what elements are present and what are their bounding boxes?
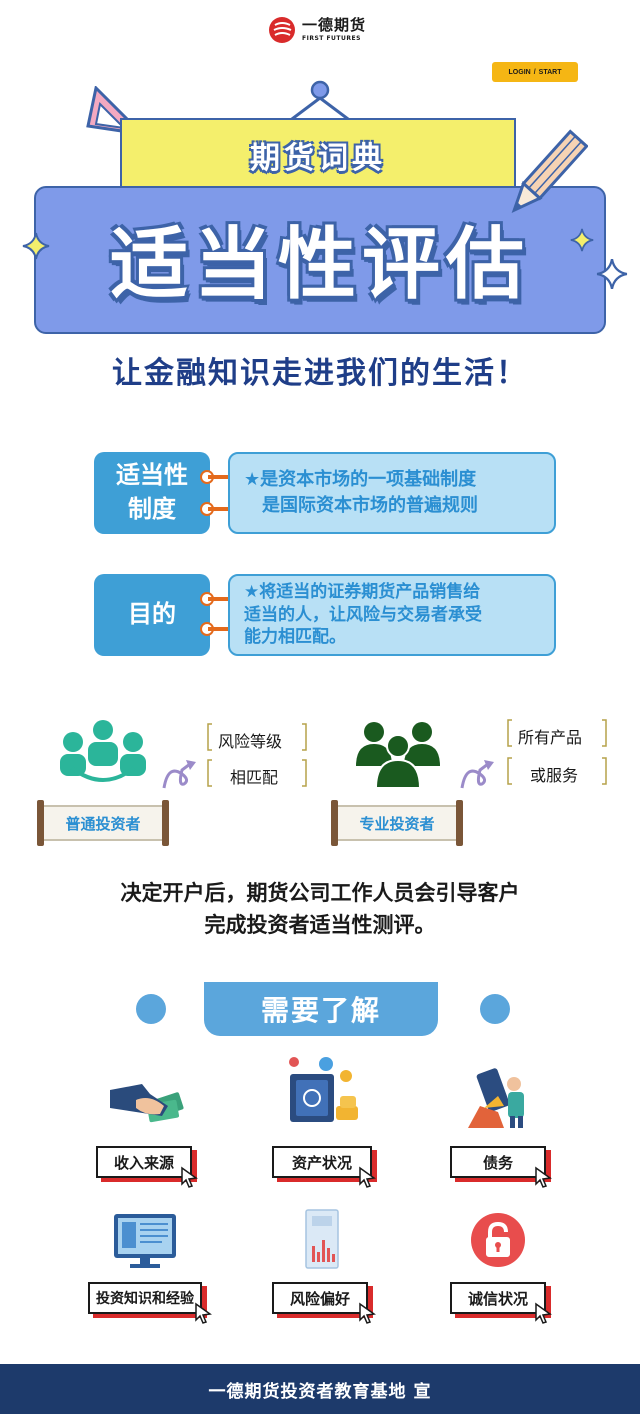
curved-arrow-icon	[460, 760, 494, 789]
need-item-income: 收入来源	[96, 1146, 192, 1178]
bracket-left-icon	[207, 723, 212, 751]
ordinary-investor-group-icon	[60, 720, 146, 782]
page-title: 适当性评估	[109, 220, 530, 310]
concept-tag-system: 适当性 制度	[94, 452, 210, 534]
professional-investor-group-icon	[356, 722, 440, 789]
need-item-debt: 债务	[450, 1146, 546, 1178]
cursor-icon	[359, 1166, 376, 1188]
ordinary-note-1: 风险等级	[218, 732, 283, 751]
brand-logo: 一德期货 FIRST FUTURES	[268, 14, 378, 46]
title-board	[34, 186, 606, 334]
cursor-icon	[359, 1302, 376, 1324]
login-start-button[interactable]: LOGIN / START	[492, 62, 578, 82]
desc-line: 是国际资本市场的普遍规则	[244, 495, 478, 516]
hand-money-icon	[110, 1084, 184, 1123]
bracket-left-icon	[207, 759, 212, 787]
sparkle-icon	[596, 258, 628, 290]
curved-arrow-icon	[162, 760, 196, 789]
professional-note-2: 或服务	[530, 766, 579, 785]
desc-line: 能力相匹配。	[244, 627, 346, 648]
desc-line: ★将适当的证券期货产品销售给	[244, 581, 481, 602]
desc-line: ★是资本市场的一项基础制度	[244, 468, 477, 490]
professional-investor-label: 专业投资者	[338, 805, 456, 841]
concept-tag-purpose: 目的	[94, 574, 210, 656]
bracket-left-icon	[507, 719, 512, 747]
scroll-rod	[456, 800, 463, 846]
statement: 决定开户后，期货公司工作人员会引导客户 完成投资者适当性测评。	[0, 878, 640, 941]
decor-dot	[480, 994, 510, 1024]
lock-icon	[471, 1213, 525, 1267]
need-item-knowledge: 投资知识和经验	[88, 1282, 202, 1314]
need-item-risk: 风险偏好	[272, 1282, 368, 1314]
safe-assets-icon	[289, 1057, 358, 1122]
login-separator: /	[533, 68, 536, 76]
monitor-icon	[114, 1214, 176, 1268]
cursor-icon	[181, 1166, 198, 1188]
concept-desc-system: ★是资本市场的一项基础制度 是国际资本市场的普遍规则	[228, 452, 556, 534]
bracket-right-icon	[302, 759, 307, 787]
debt-icon	[468, 1068, 524, 1128]
sparkle-icon	[570, 228, 594, 252]
bracket-left-icon	[507, 757, 512, 785]
footer: 一德期货投资者教育基地 宣	[0, 1364, 640, 1414]
bracket-right-icon	[602, 757, 607, 785]
bracket-right-icon	[302, 723, 307, 751]
brand-name: 一德期货	[302, 16, 367, 34]
scroll-rod	[37, 800, 44, 846]
bracket-right-icon	[602, 719, 607, 747]
section-title: 期货词典	[250, 141, 386, 176]
chart-icon	[305, 1209, 339, 1269]
need-item-integrity: 诚信状况	[450, 1282, 546, 1314]
scroll-rod	[331, 800, 338, 846]
scroll-rod	[162, 800, 169, 846]
desc-line: 适当的人，让风险与交易者承受	[244, 604, 482, 625]
ordinary-investor-banner: 普通投资者	[36, 800, 170, 846]
concept-desc-purpose: ★将适当的证券期货产品销售给 适当的人，让风险与交易者承受 能力相匹配。	[228, 574, 556, 656]
need-title: 需要了解	[204, 982, 438, 1036]
ordinary-note-2: 相匹配	[230, 768, 279, 787]
start-label: START	[538, 68, 562, 76]
ordinary-investor-label: 普通投资者	[44, 805, 162, 841]
login-label: LOGIN	[508, 68, 531, 76]
brand-name-en: FIRST FUTURES	[302, 35, 361, 42]
brand-mark-icon	[269, 17, 295, 43]
pencil-icon	[511, 129, 588, 214]
sparkle-icon	[22, 232, 50, 260]
statement-line: 完成投资者适当性测评。	[204, 912, 436, 937]
need-item-assets: 资产状况	[272, 1146, 372, 1178]
cursor-icon	[535, 1302, 552, 1324]
decor-dot	[136, 994, 166, 1024]
professional-investor-banner: 专业投资者	[330, 800, 464, 846]
professional-note-1: 所有产品	[518, 728, 583, 747]
statement-line: 决定开户后，期货公司工作人员会引导客户	[120, 881, 520, 905]
cursor-icon	[195, 1302, 212, 1324]
slogan: 让金融知识走进我们的生活！	[112, 356, 528, 391]
cursor-icon	[535, 1166, 552, 1188]
